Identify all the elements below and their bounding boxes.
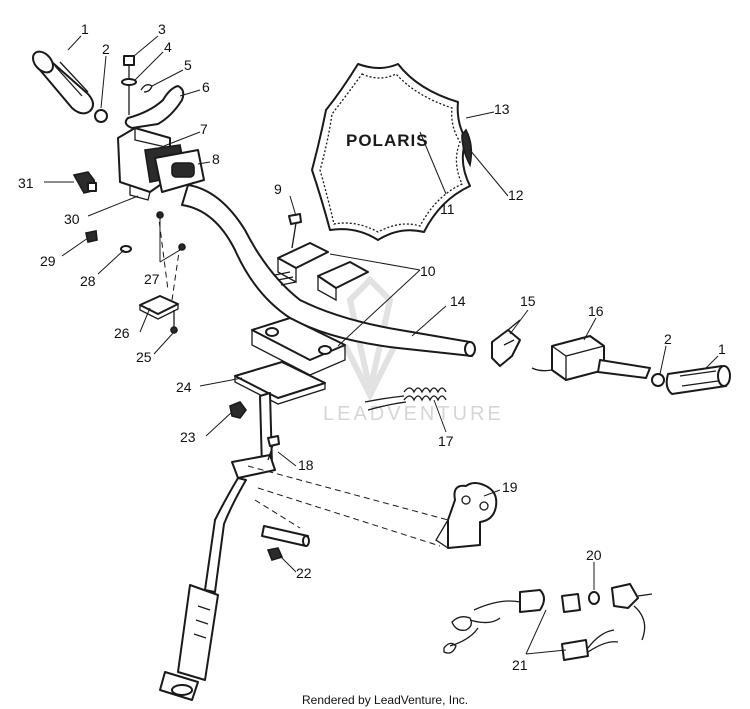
- left-grip-end: [94, 109, 108, 123]
- ignition-harness: [443, 583, 653, 661]
- throttle-housing: [117, 127, 205, 201]
- handlebar: [181, 184, 476, 357]
- left-grip: [32, 50, 94, 115]
- callout-28: 28: [80, 273, 96, 289]
- callout-2-left: 2: [102, 41, 110, 57]
- right-grip: [665, 365, 731, 395]
- pin-and-nut: [261, 525, 310, 561]
- callout-31: 31: [18, 175, 34, 191]
- callout-27: 27: [144, 271, 160, 287]
- callout-11: 11: [440, 201, 455, 217]
- leader-lines: [44, 35, 719, 655]
- callout-21: 21: [512, 657, 528, 673]
- post-nut: [229, 401, 247, 419]
- callout-24: 24: [176, 379, 192, 395]
- watermark: LEADVENTURE: [323, 275, 504, 425]
- small-hardware: [85, 211, 186, 334]
- callout-3: 3: [158, 21, 166, 37]
- callout-25: 25: [136, 349, 152, 365]
- steering-post: [159, 361, 326, 701]
- callout-29: 29: [40, 253, 56, 269]
- spring-clip: [140, 84, 153, 93]
- callout-6: 6: [202, 79, 210, 95]
- callout-13: 13: [494, 101, 510, 117]
- callout-12: 12: [508, 187, 524, 203]
- callout-20: 20: [586, 547, 602, 563]
- callout-1-left: 1: [81, 21, 89, 37]
- callout-18: 18: [298, 457, 314, 473]
- callout-17: 17: [438, 433, 454, 449]
- clamp-bolt: [288, 213, 302, 249]
- callout-19: 19: [502, 479, 518, 495]
- bracket-guides: [247, 465, 449, 547]
- callout-14: 14: [450, 293, 466, 309]
- post-bolt: [267, 435, 280, 461]
- callout-23: 23: [180, 429, 196, 445]
- brake-bracket: [491, 319, 521, 367]
- callout-5: 5: [184, 57, 192, 73]
- cover-pad: POLARIS: [311, 63, 473, 241]
- callout-1-right: 1: [718, 341, 726, 357]
- callout-30: 30: [64, 211, 80, 227]
- throttle-lever: [124, 85, 185, 129]
- callout-15: 15: [520, 293, 536, 309]
- callout-22: 22: [296, 565, 312, 581]
- callout-8: 8: [212, 151, 220, 167]
- callout-10: 10: [420, 263, 436, 279]
- upper-clamps: [277, 242, 369, 302]
- callout-16: 16: [588, 303, 604, 319]
- callout-2-right: 2: [664, 331, 672, 347]
- callout-9: 9: [274, 181, 282, 197]
- callout-labels: 1 2 3 4 5 6 7 8 9 10 11 12 13 14 15 16 2…: [18, 21, 726, 673]
- kill-switch: [72, 171, 97, 194]
- bolt-and-washer: [121, 55, 137, 115]
- callout-4: 4: [164, 39, 172, 55]
- callout-7: 7: [200, 121, 208, 137]
- cover-logo: POLARIS: [346, 131, 429, 150]
- callout-26: 26: [114, 325, 130, 341]
- coiled-cable: [364, 387, 447, 411]
- footer-credit: Rendered by LeadVenture, Inc.: [302, 693, 468, 707]
- bracket: [435, 482, 498, 549]
- watermark-text: LEADVENTURE: [323, 403, 504, 425]
- master-cylinder: [531, 335, 651, 381]
- right-grip-end: [651, 373, 665, 387]
